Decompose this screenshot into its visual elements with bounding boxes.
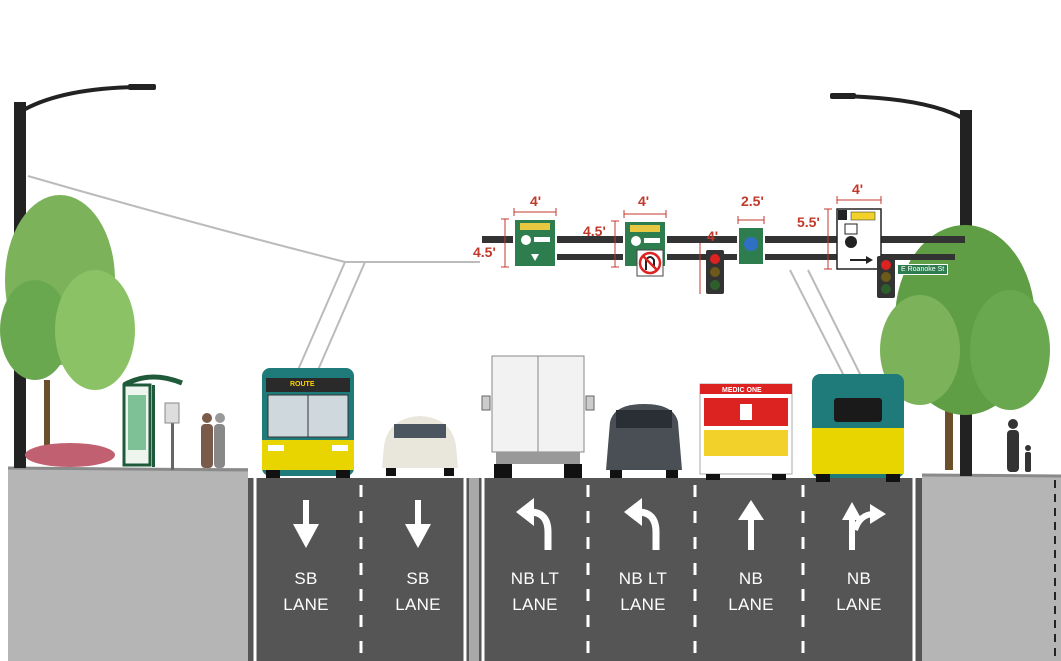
lane-label-6: NB LANE	[836, 569, 882, 614]
up-arrow-icon	[738, 500, 764, 550]
dimension-lines	[501, 196, 882, 294]
traffic-signal-1	[706, 250, 724, 294]
street-name-sign: E Roanoke St	[897, 264, 949, 275]
sign-1-height-label: 4.5'	[473, 244, 496, 260]
bus-stop-sign	[164, 402, 180, 470]
down-arrow-icon	[405, 500, 431, 548]
median	[469, 478, 479, 661]
lane-label-5: NB LANE	[728, 569, 774, 614]
bus-destination-text: ROUTE	[290, 381, 315, 388]
pedestrians-right	[1007, 419, 1031, 472]
down-arrow-icon	[293, 500, 319, 548]
sign-4-width-label: 4'	[852, 181, 864, 197]
sign-1-width-label: 4'	[530, 193, 542, 209]
lane-label-1: SB LANE	[283, 569, 329, 614]
box-truck	[481, 355, 595, 478]
through-right-arrow-icon	[842, 502, 886, 550]
sign-3-width-label: 2.5'	[741, 193, 764, 209]
lane-label-4: NB LT LANE	[618, 569, 668, 614]
traffic-signal-2	[877, 256, 895, 298]
white-car	[382, 416, 458, 476]
trolley-wires	[27, 175, 863, 379]
bus-shelter	[122, 374, 183, 467]
right-sidewalk	[922, 475, 1061, 661]
left-turn-arrow-icon	[624, 498, 660, 550]
overhead-sign-1	[513, 218, 557, 268]
sign-2-width-label: 4'	[638, 193, 650, 209]
overhead-sign-4	[836, 208, 882, 270]
pedestrians-left	[201, 413, 225, 468]
ambulance	[699, 383, 793, 480]
signal-1-height-label: 4'	[707, 228, 719, 244]
sign-4-height-label: 5.5'	[797, 214, 820, 230]
overhead-sign-3	[737, 226, 765, 266]
trolley-bus-northbound	[812, 374, 904, 482]
ambulance-text: MEDIC ONE	[722, 387, 762, 394]
left-turn-arrow-icon	[516, 498, 552, 550]
no-u-turn-sign-icon	[636, 249, 664, 277]
lane-label-2: SB LANE	[395, 569, 441, 614]
trolley-bus-southbound	[262, 368, 354, 478]
lane-label-3: NB LT LANE	[510, 569, 560, 614]
lane-stripes	[359, 485, 805, 661]
grey-suv	[606, 404, 682, 478]
left-tree	[0, 195, 135, 467]
left-sidewalk	[8, 468, 248, 661]
sign-2-height-label: 4.5'	[583, 223, 606, 239]
